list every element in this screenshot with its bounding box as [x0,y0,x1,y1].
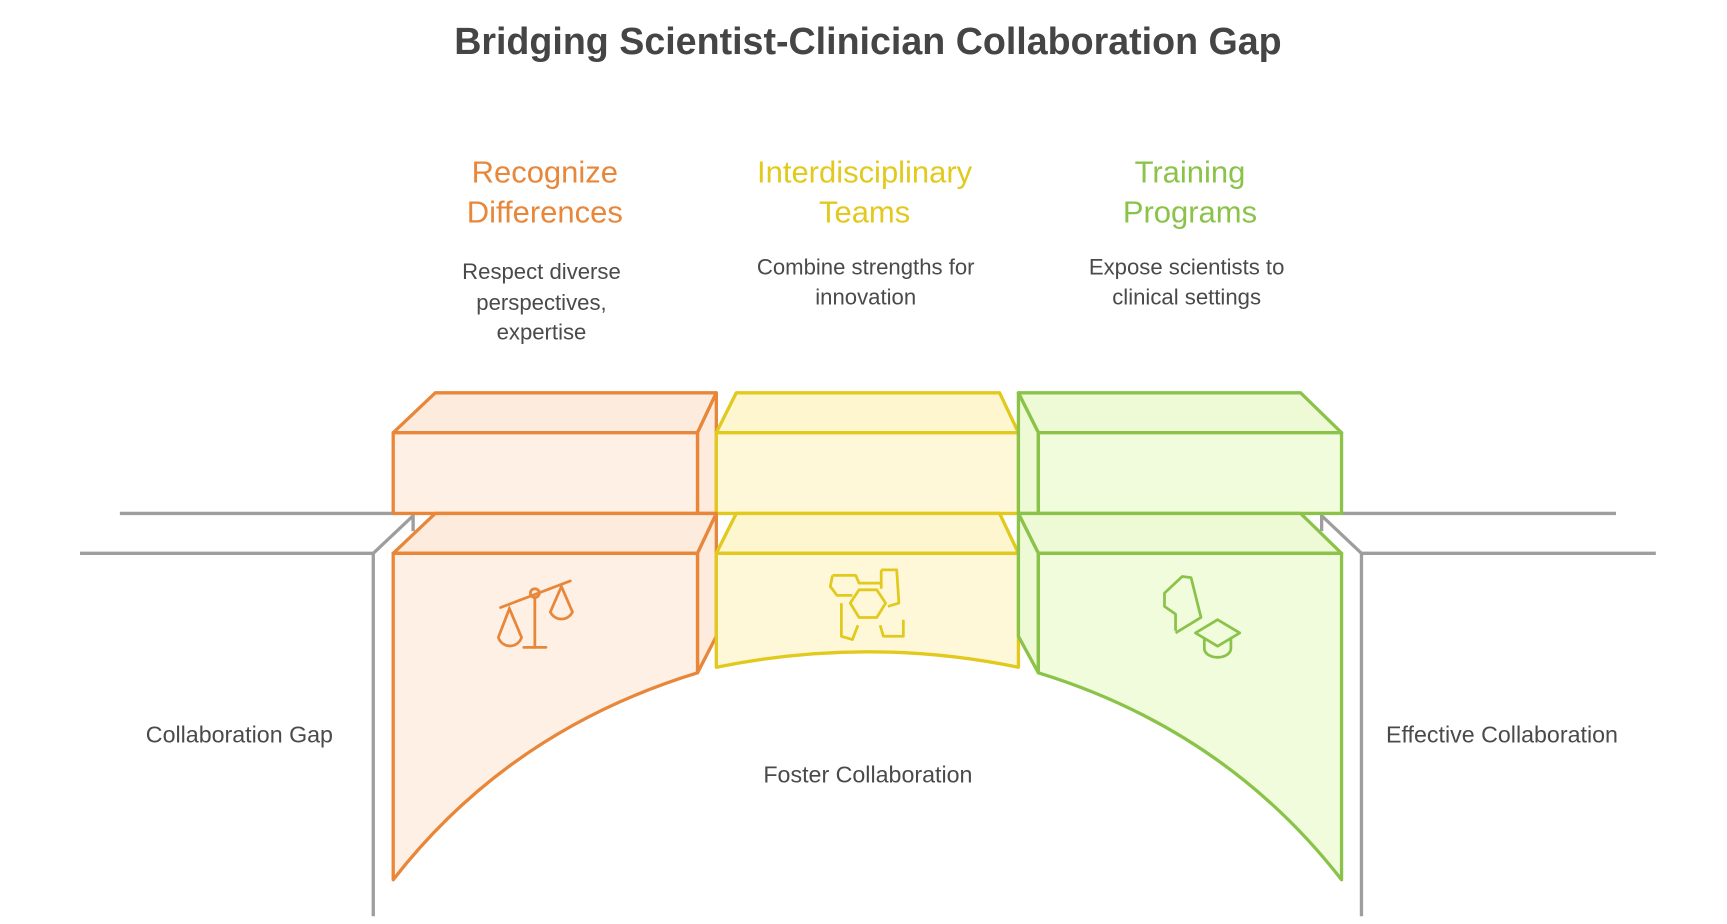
step-1-description-line-1: Respect diverse [462,259,621,284]
arch-block-green [1016,511,1344,882]
step-1-description-line-2: perspectives, [476,290,606,315]
step-3-description-line-2: clinical settings [1112,284,1261,309]
scales-icon [496,579,574,649]
step-3-heading-line-2: Programs [1123,194,1257,229]
right-cliff [1319,511,1656,917]
step-1-heading-line-2: Differences [467,194,623,229]
diagram-title: Bridging Scientist-Clinician Collaborati… [454,20,1281,62]
step-2-description-line-1: Combine strengths for [757,254,975,279]
step-3-heading-line-1: Training [1135,155,1246,190]
step-1-heading-line-1: Recognize [472,155,618,190]
top-block-green [1016,391,1344,516]
step-2-heading-line-2: Teams [819,194,910,229]
arch-block-orange [391,511,718,882]
arch-block-yellow [714,511,1021,669]
graduation-icon [1163,575,1242,659]
step-3-description-line-1: Expose scientists to [1089,254,1285,279]
step-2-description-line-2: innovation [815,284,916,309]
step-1-description-line-3: expertise [497,320,587,345]
label-effective-collaboration: Effective Collaboration [1386,722,1618,748]
label-foster-collaboration: Foster Collaboration [763,761,972,787]
top-block-orange [391,391,718,516]
label-collaboration-gap: Collaboration Gap [146,722,333,748]
top-block-yellow [714,391,1021,516]
joined-hands-icon [828,568,905,641]
left-cliff [80,511,415,917]
step-2-heading-line-1: Interdisciplinary [757,155,973,190]
